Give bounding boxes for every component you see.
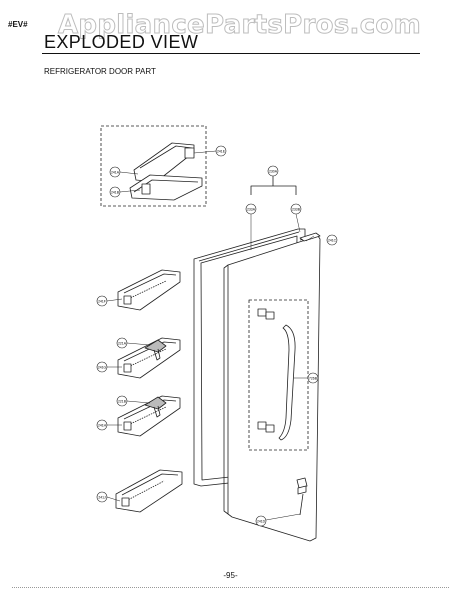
callout-241D: 241D <box>255 515 267 527</box>
door-bin-1 <box>117 269 181 311</box>
svg-text:241C: 241C <box>328 238 337 242</box>
svg-text:230A: 230A <box>269 169 278 173</box>
title-underline <box>42 53 420 54</box>
page-number: -95- <box>223 571 238 580</box>
callout-241A: 241A <box>109 166 121 178</box>
top-basket-dashed-box <box>100 125 207 207</box>
gasket-bracket-group <box>250 175 297 195</box>
svg-text:241J: 241J <box>98 495 106 499</box>
svg-text:241E: 241E <box>217 149 226 153</box>
bottom-dotted-rule <box>12 587 449 588</box>
page-title: EXPLODED VIEW <box>44 32 199 52</box>
callout-233B: 233B <box>290 203 302 215</box>
handle-dashed-box <box>248 299 309 451</box>
callout-241C: 241C <box>326 234 338 246</box>
callout-241E: 241E <box>215 145 227 157</box>
corner-tag: #EV# <box>8 20 28 29</box>
svg-text:233B: 233B <box>292 207 301 211</box>
gasket-bracket-line <box>250 175 297 195</box>
svg-text:241D: 241D <box>257 519 266 523</box>
callouts: 241E 241A 241B 230A 233A 233B 241C 726B <box>96 145 338 527</box>
svg-text:241B: 241B <box>111 190 120 194</box>
callout-241G: 241G <box>96 361 108 373</box>
svg-text:221A: 221A <box>118 341 127 345</box>
callout-241H: 241H <box>96 419 108 431</box>
callout-233A: 233A <box>245 203 257 215</box>
page-subtitle: REFRIGERATOR DOOR PART <box>44 67 156 76</box>
callout-241B: 241B <box>109 186 121 198</box>
svg-text:233A: 233A <box>247 207 256 211</box>
top-basket-group <box>100 125 207 207</box>
svg-text:241G: 241G <box>98 365 107 369</box>
callout-221A: 221A <box>116 337 128 349</box>
top-basket-part <box>129 142 203 201</box>
door-bin-4 <box>115 469 183 513</box>
door-panel <box>223 232 321 542</box>
svg-text:241H: 241H <box>98 423 107 427</box>
callout-221B: 221B <box>116 395 128 407</box>
watermark: AppliancePartsPros.com <box>58 10 422 41</box>
callout-241F: 241F <box>96 295 108 307</box>
door-bin-3 <box>117 395 181 437</box>
callout-230A: 230A <box>267 165 279 177</box>
door-bin-2 <box>117 337 181 379</box>
svg-text:726B: 726B <box>309 376 318 380</box>
svg-text:241A: 241A <box>111 170 120 174</box>
callout-241J: 241J <box>96 491 108 503</box>
svg-text:241F: 241F <box>98 299 106 303</box>
callout-726B: 726B <box>307 372 319 384</box>
leader-lines <box>106 150 315 521</box>
svg-text:221B: 221B <box>118 399 127 403</box>
